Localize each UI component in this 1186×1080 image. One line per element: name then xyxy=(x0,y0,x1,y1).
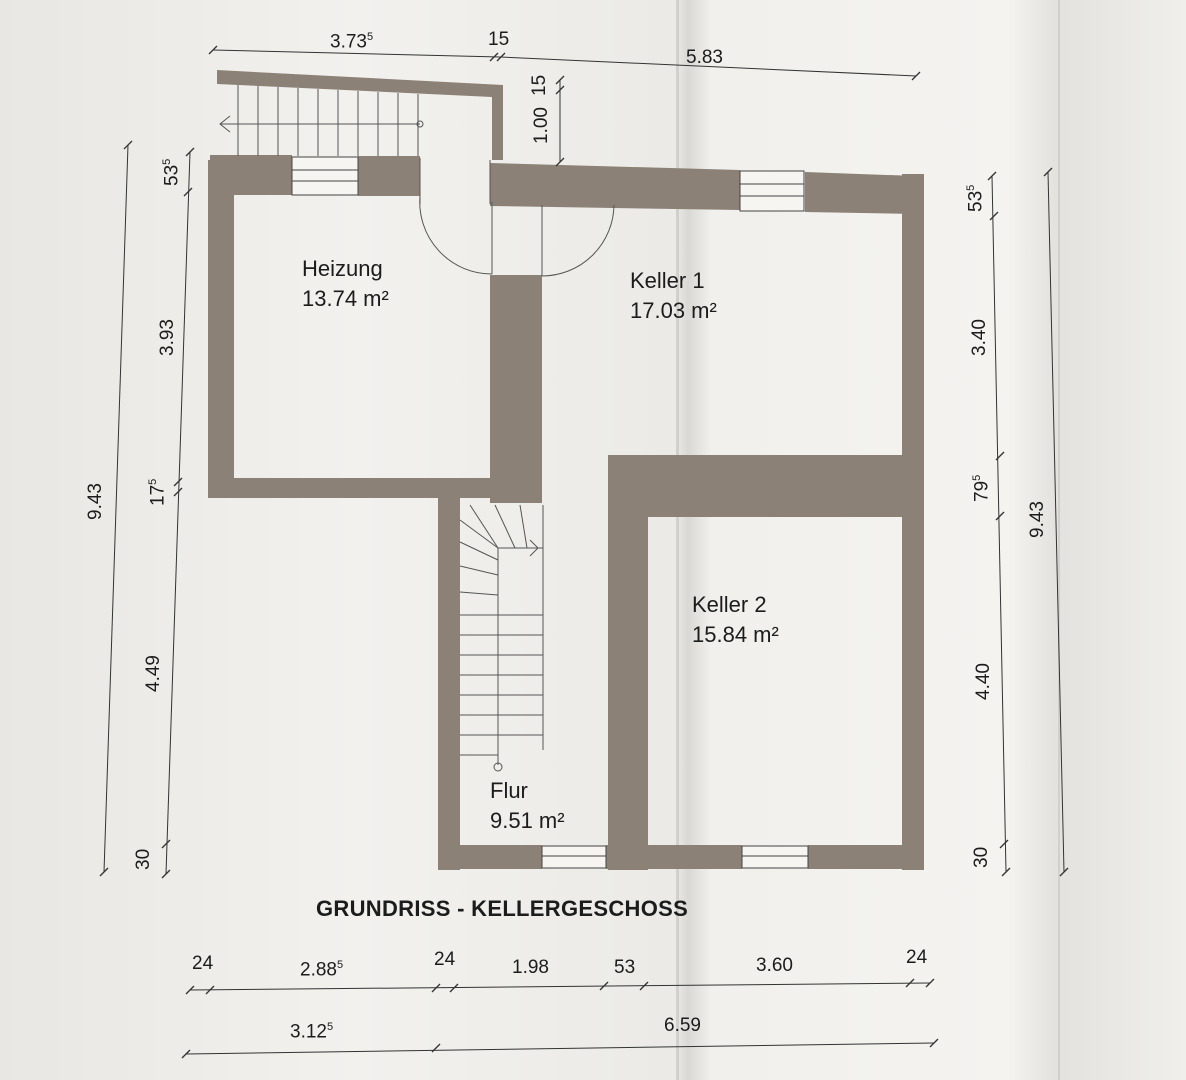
dim-bottom-wall-left: 24 xyxy=(192,953,214,974)
dim-top-right-width: 5.83 xyxy=(686,47,723,68)
dim-left-wall-top: 535 xyxy=(161,158,183,186)
dim-bottom-wall-keller: 53 xyxy=(614,957,636,978)
dim-right-wall-mid: 795 xyxy=(971,474,993,502)
dim-left-heizung: 3.93 xyxy=(157,319,178,356)
windows xyxy=(291,156,809,869)
paper-fold xyxy=(676,0,679,1080)
window-sashes xyxy=(292,169,808,857)
dim-lightwell-wall: 15 xyxy=(529,74,550,96)
room-area: 9.51 m² xyxy=(490,807,565,833)
exterior-stair xyxy=(219,85,491,204)
dimension-lines xyxy=(103,49,1065,1055)
room-name: Flur xyxy=(490,778,528,803)
room-name: Keller 2 xyxy=(692,592,767,617)
dim-bottom-wall-right: 24 xyxy=(906,947,928,968)
dim-bottom-wall-flur: 24 xyxy=(434,949,456,970)
room-keller-2: Keller 2 15.84 m² xyxy=(692,590,779,649)
room-heizung: Heizung 13.74 m² xyxy=(302,254,389,313)
interior-stair xyxy=(459,504,544,772)
door-swings xyxy=(419,195,615,277)
dim-bottom-total-left: 3.125 xyxy=(290,1021,334,1043)
room-name: Keller 1 xyxy=(630,268,705,293)
dim-left-wall-bottom: 30 xyxy=(133,848,154,870)
dim-left-wall-mid: 175 xyxy=(147,478,169,506)
dim-right-wall-bottom: 30 xyxy=(971,846,992,868)
dim-bottom-left-span: 2.885 xyxy=(300,959,344,981)
dim-right-wall-top: 535 xyxy=(965,184,987,212)
room-area: 15.84 m² xyxy=(692,621,779,647)
dim-right-total: 9.43 xyxy=(1027,501,1048,538)
plan-title: GRUNDRISS - KELLERGESCHOSS xyxy=(316,896,689,921)
dim-right-keller2: 4.40 xyxy=(973,663,994,700)
room-area: 17.03 m² xyxy=(630,297,717,323)
dim-top-stair-width: 3.735 xyxy=(330,31,374,53)
dim-bottom-keller2: 3.60 xyxy=(756,955,793,976)
dim-lightwell-depth: 1.00 xyxy=(531,107,552,144)
room-keller-1: Keller 1 17.03 m² xyxy=(630,266,717,325)
room-area: 13.74 m² xyxy=(302,285,389,311)
dim-top-gap: 15 xyxy=(488,29,510,50)
dim-left-lower: 4.49 xyxy=(143,655,164,692)
room-flur: Flur 9.51 m² xyxy=(490,776,565,835)
walls xyxy=(208,70,924,870)
dim-bottom-flur: 1.98 xyxy=(512,957,549,978)
dim-left-total: 9.43 xyxy=(85,483,106,520)
dimension-ticks xyxy=(99,45,1069,1059)
room-name: Heizung xyxy=(302,256,383,281)
dim-bottom-total-right: 6.59 xyxy=(664,1015,701,1036)
dim-right-keller1: 3.40 xyxy=(969,319,990,356)
paper-fold xyxy=(1058,0,1060,1080)
